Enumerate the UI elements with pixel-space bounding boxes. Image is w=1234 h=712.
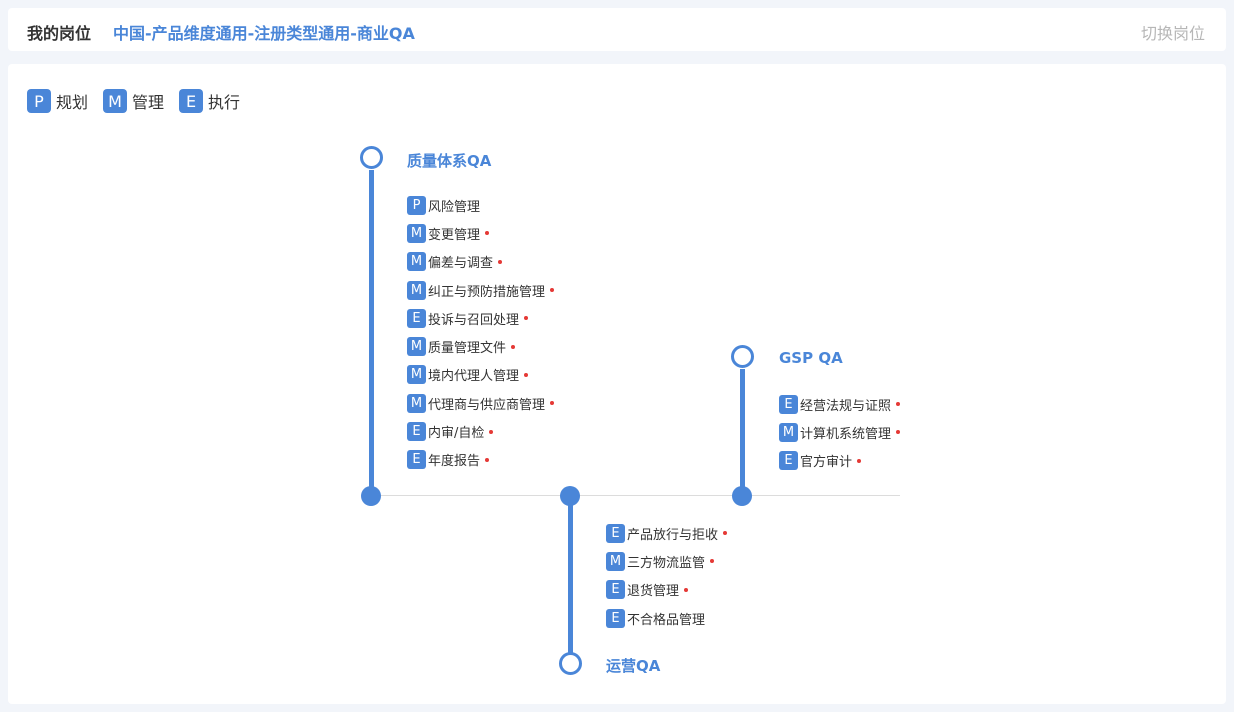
- required-dot: [489, 429, 494, 434]
- gsp-branch-line: [740, 369, 745, 495]
- level-badge: E: [407, 308, 426, 328]
- group-title-ops: 运营QA: [606, 657, 661, 675]
- legend-badge-e: E: [179, 89, 204, 113]
- skill-label: 风险管理: [428, 199, 481, 215]
- level-badge: M: [407, 223, 426, 243]
- legend-item-plan: P 规划: [27, 89, 88, 113]
- level-badge: E: [606, 608, 625, 628]
- legend-label-manage: 管理: [132, 93, 165, 112]
- skill-label: 产品放行与拒收: [627, 527, 719, 543]
- skill-label: 计算机系统管理: [800, 426, 892, 442]
- level-badge: E: [407, 450, 426, 470]
- legend: P 规划 M 管理 E 执行: [27, 89, 255, 113]
- legend-badge-p: P: [27, 89, 51, 113]
- required-dot: [498, 259, 503, 264]
- my-post-title: 我的岗位: [27, 24, 92, 43]
- required-dot: [485, 231, 490, 236]
- required-dot: [485, 457, 490, 462]
- level-badge: E: [779, 451, 798, 471]
- level-badge: E: [606, 580, 625, 600]
- required-dot: [511, 344, 516, 349]
- legend-badge-m: M: [103, 89, 128, 113]
- skill-label: 经营法规与证照: [800, 398, 892, 414]
- level-badge: E: [407, 422, 426, 442]
- header-bar: 我的岗位 中国-产品维度通用-注册类型通用-商业QA 切换岗位: [8, 8, 1226, 51]
- level-badge: M: [407, 393, 426, 413]
- required-dot: [896, 402, 901, 407]
- legend-label-execute: 执行: [208, 93, 241, 112]
- level-badge: M: [407, 365, 426, 385]
- required-dot: [524, 316, 529, 321]
- switch-post-link[interactable]: 切换岗位: [1140, 24, 1205, 43]
- required-dot: [896, 430, 901, 435]
- skill-label: 境内代理人管理: [428, 369, 520, 385]
- level-badge: M: [407, 252, 426, 272]
- required-dot: [723, 531, 728, 536]
- current-post-name: 中国-产品维度通用-注册类型通用-商业QA: [113, 24, 415, 43]
- gsp-node-ring: [731, 345, 754, 368]
- ops-node-ring: [559, 652, 582, 675]
- skill-label: 内审/自检: [428, 426, 485, 442]
- quality-node-ring: [360, 146, 383, 169]
- skill-label: 纠正与预防措施管理: [428, 284, 546, 300]
- group-title-gsp: GSP QA: [779, 349, 843, 367]
- required-dot: [550, 288, 555, 293]
- ops-axis-dot: [560, 486, 580, 506]
- skill-label: 代理商与供应商管理: [428, 397, 546, 413]
- required-dot: [857, 458, 862, 463]
- level-badge: M: [606, 551, 625, 571]
- group-title-quality: 质量体系QA: [407, 152, 492, 170]
- ops-branch-line: [568, 495, 573, 655]
- quality-axis-dot: [361, 486, 381, 506]
- level-badge: M: [407, 337, 426, 357]
- skill-label: 退货管理: [627, 584, 680, 600]
- legend-item-execute: E 执行: [179, 89, 240, 113]
- level-badge: E: [606, 523, 625, 543]
- required-dot: [684, 587, 689, 592]
- skill-label: 三方物流监管: [627, 555, 706, 571]
- level-badge: M: [407, 280, 426, 300]
- level-badge: E: [779, 394, 798, 414]
- level-badge: M: [779, 422, 798, 442]
- legend-item-manage: M 管理: [103, 89, 164, 113]
- skill-label: 投诉与召回处理: [428, 312, 520, 328]
- required-dot: [710, 559, 715, 564]
- skill-label: 偏差与调查: [428, 256, 494, 272]
- skill-label: 官方审计: [800, 455, 853, 471]
- gsp-axis-dot: [732, 486, 752, 506]
- required-dot: [524, 372, 529, 377]
- timeline-axis: [372, 495, 900, 496]
- skill-label: 年度报告: [428, 454, 481, 470]
- quality-branch-line: [369, 170, 374, 495]
- skill-label: 变更管理: [428, 227, 481, 243]
- skill-label: 不合格品管理: [627, 612, 706, 628]
- level-badge: P: [407, 195, 426, 215]
- skill-label: 质量管理文件: [428, 341, 507, 357]
- legend-label-plan: 规划: [56, 93, 89, 112]
- required-dot: [550, 401, 555, 406]
